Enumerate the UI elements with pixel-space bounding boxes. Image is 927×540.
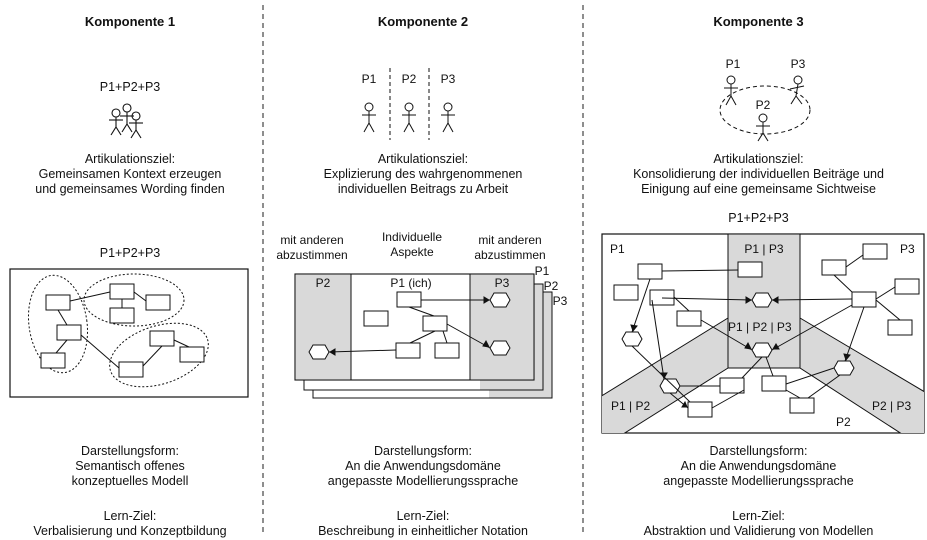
goal-line-1: Gemeinsamen Kontext erzeugen	[38, 167, 222, 181]
goal-text: Artikulationsziel: Gemeinsamen Kontext e…	[0, 152, 260, 197]
left-area-label: mit anderen abzustimmen	[262, 233, 362, 263]
form-text: Darstellungsform: Semantisch offenes kon…	[0, 444, 260, 489]
form-line-1: Semantisch offenes	[75, 459, 185, 473]
form-heading: Darstellungsform:	[709, 444, 808, 458]
stacked-models-diagram	[294, 273, 553, 399]
goal-line-2: Einigung auf eine gemeinsame Sichtweise	[641, 182, 876, 196]
learn-heading: Lern-Ziel:	[396, 509, 450, 523]
panel-p3-label: P3	[494, 276, 510, 290]
right-area-label-2: abzustimmen	[474, 248, 546, 262]
participant-p2: P2	[401, 72, 417, 86]
column-title: Komponente 2	[377, 14, 469, 29]
learn-heading: Lern-Ziel:	[732, 509, 785, 523]
learn-line: Abstraktion und Validierung von Modellen	[643, 524, 874, 538]
model-label: P1+P2+P3	[728, 211, 789, 225]
right-area-label: mit anderen abzustimmen	[460, 233, 560, 263]
center-area-label-2: Aspekte	[390, 245, 434, 259]
stack-label-p1: P1	[534, 264, 550, 278]
learn-text: Lern-Ziel: Beschreibung in einheitlicher…	[266, 509, 580, 539]
form-line-1: An die Anwendungsdomäne	[345, 459, 501, 473]
panel-p2-label: P2	[315, 276, 331, 290]
participant-p3: P3	[790, 57, 806, 71]
goal-line-1: Explizierung des wahrgenommenen	[323, 167, 523, 181]
left-area-label-2: abzustimmen	[276, 248, 348, 262]
region-p3: P3	[900, 242, 915, 256]
region-p1-p2: P1 | P2	[611, 399, 651, 413]
column-title: Komponente 1	[84, 14, 176, 29]
goal-line-1: Konsolidierung der individuellen Beiträg…	[633, 167, 884, 181]
conceptual-model-diagram	[9, 268, 249, 398]
learn-heading: Lern-Ziel:	[103, 509, 157, 523]
stack-label-p2: P2	[543, 279, 559, 293]
region-p2-p3: P2 | P3	[872, 399, 912, 413]
consolidated-model-diagram	[601, 233, 925, 434]
goal-heading: Artikulationsziel:	[377, 152, 469, 166]
learn-line: Beschreibung in einheitlicher Notation	[318, 524, 528, 538]
goal-heading: Artikulationsziel:	[84, 152, 176, 166]
collaborating-figures-icon	[719, 75, 811, 142]
column-title: Komponente 3	[713, 14, 804, 29]
participant-p1: P1	[725, 57, 741, 71]
participant-p1: P1	[361, 72, 377, 86]
region-p1-p3: P1 | P3	[744, 242, 784, 256]
region-p2: P2	[836, 415, 851, 429]
goal-line-2: individuellen Beitrags zu Arbeit	[337, 182, 509, 196]
stack-label-p3: P3	[552, 294, 568, 308]
form-line-2: angepasste Modellierungssprache	[327, 474, 519, 488]
region-p1-p2-p3: P1 | P2 | P3	[728, 320, 792, 334]
learn-line: Verbalisierung und Konzeptbildung	[33, 524, 227, 538]
form-heading: Darstellungsform:	[81, 444, 179, 458]
form-line-2: konzeptuelles Modell	[71, 474, 189, 488]
form-heading: Darstellungsform:	[374, 444, 472, 458]
center-area-label-1: Individuelle	[381, 230, 443, 244]
right-area-label-1: mit anderen	[478, 233, 542, 247]
form-line-2: angepasste Modellierungssprache	[663, 474, 854, 488]
separate-figures-icon	[362, 68, 455, 140]
participant-p2: P2	[755, 98, 771, 112]
goal-line-2: und gemeinsames Wording finden	[35, 182, 225, 196]
region-p1: P1	[610, 242, 625, 256]
model-label: P1+P2+P3	[99, 246, 161, 260]
form-text: Darstellungsform: An die Anwendungsdomän…	[590, 444, 927, 489]
left-area-label-1: mit anderen	[280, 233, 344, 247]
goal-text: Artikulationsziel: Explizierung des wahr…	[266, 152, 580, 197]
form-line-1: An die Anwendungsdomäne	[680, 459, 837, 473]
form-text: Darstellungsform: An die Anwendungsdomän…	[266, 444, 580, 489]
learn-text: Lern-Ziel: Verbalisierung und Konzeptbil…	[0, 509, 260, 539]
goal-heading: Artikulationsziel:	[713, 152, 804, 166]
center-area-label: Individuelle Aspekte	[362, 230, 462, 260]
panel-p1-label: P1 (ich)	[390, 276, 432, 290]
learn-text: Lern-Ziel: Abstraktion und Validierung v…	[590, 509, 927, 539]
goal-text: Artikulationsziel: Konsolidierung der in…	[590, 152, 927, 197]
participants-label: P1+P2+P3	[99, 80, 161, 94]
participant-p3: P3	[440, 72, 456, 86]
group-figures-icon	[109, 103, 143, 139]
